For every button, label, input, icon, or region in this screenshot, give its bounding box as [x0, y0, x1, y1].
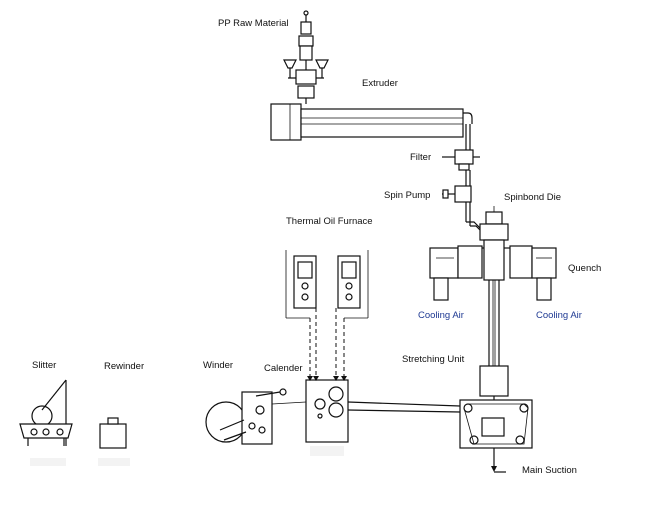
thermal-oil-furnace [285, 250, 369, 376]
web-line [347, 401, 461, 413]
quench [429, 245, 557, 301]
spin-pump [442, 185, 483, 233]
label-cooling-air-left: Cooling Air [418, 310, 464, 321]
label-stretching-unit: Stretching Unit [402, 354, 465, 365]
raw-material-hopper [283, 10, 329, 104]
filter [442, 149, 480, 186]
label-winder: Winder [203, 360, 233, 371]
label-cooling-air-right: Cooling Air [536, 310, 582, 321]
rewinder [98, 417, 130, 466]
calender [305, 376, 349, 456]
label-extruder: Extruder [362, 78, 398, 89]
slitter [19, 379, 73, 466]
fiber-channel [488, 280, 500, 366]
label-rewinder: Rewinder [104, 361, 144, 372]
label-spinbond-die: Spinbond Die [504, 192, 561, 203]
label-thermal-oil-furnace: Thermal Oil Furnace [286, 216, 373, 227]
label-main-suction: Main Suction [522, 465, 577, 476]
label-quench: Quench [568, 263, 601, 274]
spinbond-die [479, 206, 509, 281]
label-filter: Filter [410, 152, 431, 163]
extruder [270, 103, 473, 150]
label-calender: Calender [264, 363, 303, 374]
forming-section [459, 399, 533, 473]
stretching-unit [479, 365, 509, 420]
winder [205, 388, 307, 445]
label-slitter: Slitter [32, 360, 56, 371]
label-raw-material: PP Raw Material [218, 18, 289, 29]
label-spin-pump: Spin Pump [384, 190, 430, 201]
